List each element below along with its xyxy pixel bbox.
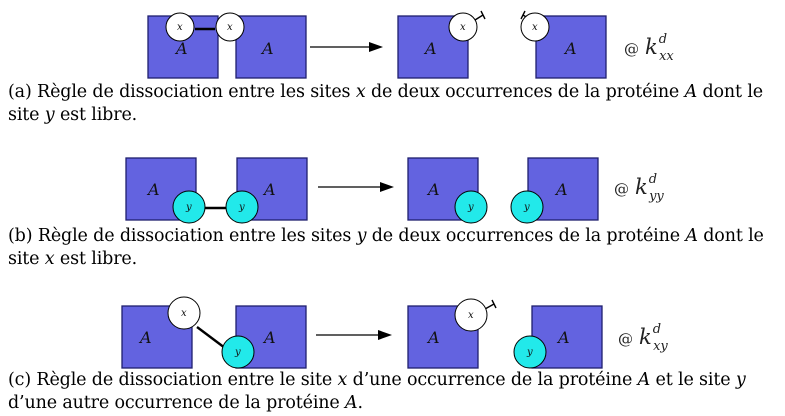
panel-c-site-y-right-label: y bbox=[234, 347, 241, 358]
caption-text: dont le site bbox=[8, 82, 763, 125]
caption-text: (c) Règle de dissociation entre le site bbox=[8, 370, 338, 390]
panel-a-product-left-label: A bbox=[423, 39, 437, 58]
panel-b-product-site-y-right bbox=[510, 190, 544, 224]
caption-variable: x bbox=[355, 82, 366, 102]
caption-variable: x bbox=[44, 249, 55, 269]
caption-text: de deux occurrences de la protéine bbox=[366, 226, 686, 246]
caption-text: de deux occurrences de la protéine bbox=[365, 82, 685, 102]
caption-text: d’une occurrence de la protéine bbox=[347, 370, 638, 390]
caption-text: . bbox=[357, 393, 364, 413]
panel-a-product-site-x-right bbox=[520, 12, 550, 42]
caption-text: dont le site bbox=[8, 226, 764, 269]
caption-variable: A bbox=[684, 82, 698, 102]
caption-text: est libre. bbox=[54, 249, 138, 269]
caption-text: est libre. bbox=[54, 105, 138, 125]
panel-a-caption: (a) Règle de dissociation entre les site… bbox=[8, 81, 783, 127]
caption-text: d’une autre occurrence de la protéine bbox=[8, 393, 346, 413]
panel-c-product-right-label: A bbox=[556, 328, 570, 347]
panel-a-product-site-x-right-label: x bbox=[532, 22, 538, 33]
caption-variable: A bbox=[637, 370, 651, 390]
panel-b-protein-left-label: A bbox=[146, 180, 160, 199]
panel-c-product-site-x bbox=[454, 298, 488, 332]
panel-c-product-site-y bbox=[513, 335, 547, 369]
caption-variable: y bbox=[356, 226, 367, 246]
panel-b-site-y-left bbox=[172, 190, 206, 224]
panel-a-protein-right-label: A bbox=[260, 39, 274, 58]
panel-c-free-bond-stub bbox=[484, 303, 495, 310]
panel-c-site-y-right bbox=[221, 335, 255, 369]
panel-b-product-site-y-left bbox=[454, 190, 488, 224]
caption-variable: y bbox=[735, 370, 746, 390]
panel-a-free-bond-tick-right bbox=[520, 10, 526, 20]
panel-a-product-site-x-left-label: x bbox=[460, 22, 466, 33]
panel-b-product-left-label: A bbox=[426, 180, 440, 199]
caption-variable: y bbox=[44, 105, 55, 125]
panel-a-site-x-right bbox=[215, 12, 245, 42]
panel-b-product-site-y-left-label: y bbox=[467, 202, 474, 213]
panel-a-site-x-left-label: x bbox=[177, 22, 183, 33]
panel-b-site-y-left-label: y bbox=[185, 202, 192, 213]
panel-a-site-x-left bbox=[165, 12, 195, 42]
caption-text: et le site bbox=[650, 370, 736, 390]
panel-b-site-y-right bbox=[225, 190, 259, 224]
panel-c-free-bond-tick bbox=[491, 299, 497, 309]
panel-c-product-site-y-label: y bbox=[526, 347, 533, 358]
panel-a-protein-right bbox=[235, 15, 307, 79]
panel-a-free-bond-tick-left bbox=[480, 10, 486, 20]
panel-c-site-x-left bbox=[167, 296, 201, 330]
panel-b-protein-right-label: A bbox=[262, 180, 276, 199]
panel-c-caption: (c) Règle de dissociation entre le site … bbox=[8, 369, 783, 415]
panel-a-product-site-x-left bbox=[448, 12, 478, 42]
caption-variable: A bbox=[685, 226, 698, 246]
caption-text: (b) Règle de dissociation entre les site… bbox=[8, 226, 357, 246]
panel-c-protein-right-label: A bbox=[262, 328, 276, 347]
panel-c-protein-left-label: A bbox=[138, 328, 152, 347]
panel-b-site-y-right-label: y bbox=[238, 202, 245, 213]
panel-b-product-site-y-right-label: y bbox=[523, 202, 530, 213]
panel-c-product-site-x-label: x bbox=[468, 310, 474, 321]
panel-a-arrow-head bbox=[369, 42, 383, 52]
panel-c-product-left-label: A bbox=[426, 328, 440, 347]
panel-c-site-x-left-label: x bbox=[181, 308, 187, 319]
panel-a-site-x-right-label: x bbox=[227, 22, 233, 33]
panel-b-arrow-head bbox=[380, 182, 394, 192]
panel-a-product-right-label: A bbox=[563, 39, 577, 58]
caption-variable: A bbox=[345, 393, 358, 413]
panel-c-arrow-head bbox=[378, 330, 392, 340]
panel-b-product-right-label: A bbox=[554, 180, 568, 199]
caption-text: (a) Règle de dissociation entre les site… bbox=[8, 82, 356, 102]
panel-b-caption: (b) Règle de dissociation entre les site… bbox=[8, 225, 783, 271]
caption-variable: x bbox=[337, 370, 348, 390]
panel-a-free-bond-stub-left bbox=[474, 14, 484, 21]
panel-a-protein-left-label: A bbox=[174, 39, 188, 58]
